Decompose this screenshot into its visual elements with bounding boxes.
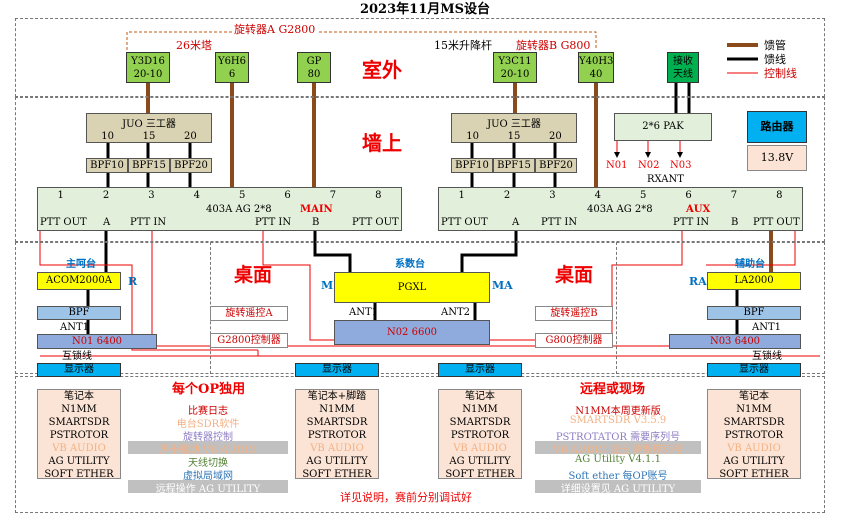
sys-side-ma: MA — [492, 279, 513, 292]
bpf10-right: BPF10 — [451, 158, 493, 173]
amp-pgxl: PGXL — [334, 272, 490, 303]
legend-control: 控制线 — [764, 67, 797, 80]
zone-outdoor — [15, 18, 825, 97]
aux-station-label: 辅助台 — [735, 259, 765, 270]
g2800-controller: G2800控制器 — [210, 333, 288, 348]
pak-out-n01: N01 — [606, 160, 628, 171]
rotator-remote-a: 旋转遥控A — [210, 306, 288, 321]
main-ant1: ANT1 — [60, 322, 90, 333]
main-side-r: R — [128, 275, 138, 288]
notes-right-heading: 远程或现场 — [580, 382, 646, 397]
bpf-main: BPF — [37, 306, 121, 320]
zone-label-wall: 墙上 — [362, 131, 402, 155]
zone-laptops — [15, 376, 825, 513]
antenna-receive: 接收天线 — [667, 52, 699, 83]
legend-pipe: 馈管 — [764, 39, 786, 52]
pak-rxant: RXANT — [647, 174, 684, 185]
bpf10-left: BPF10 — [86, 158, 128, 173]
pak-arrows — [614, 152, 683, 158]
amp-la2000: LA2000 — [707, 272, 801, 290]
zone-desk — [15, 242, 825, 374]
notes-right: N1MM本周更新版 SMARTSDR V3.5.9 PSTROTATOR 需要序… — [535, 402, 701, 495]
amp-acom2000a: ACOM2000A — [37, 272, 121, 290]
bpf15-left: BPF15 — [128, 158, 170, 173]
legend-feeder: 馈线 — [764, 53, 786, 66]
rotator-a-label: 旋转器A G2800 — [232, 23, 318, 36]
aux-side-ra: RA — [689, 275, 707, 288]
main-interlock: 互锁线 — [62, 351, 92, 362]
rotator-b-label: 旋转器B G800 — [516, 39, 591, 52]
tower-right-label: 15米升降杆 — [434, 39, 492, 52]
aux-ant1: ANT1 — [752, 322, 782, 333]
zone-label-outdoor: 室外 — [362, 58, 402, 82]
sys-side-m: M — [321, 279, 334, 292]
sys-station-label: 系数台 — [395, 259, 425, 270]
bpf20-right: BPF20 — [535, 158, 577, 173]
radio-n03-6400: N03 6400 — [669, 334, 801, 349]
rotator-remote-b: 旋转遥控B — [535, 306, 613, 321]
display-4: 显示器 — [707, 363, 801, 377]
zone-label-desk-right: 桌面 — [555, 264, 594, 286]
pak-2x6: 2*6 PAK — [614, 113, 712, 141]
footer-note: 详见说明，赛前分别调试好 — [340, 491, 472, 504]
page-title: 2023年11月MS设台 — [359, 2, 491, 17]
main-station-label: 主呵台 — [66, 259, 96, 270]
notes-left-heading: 每个OP独用 — [172, 382, 246, 397]
sys-ant1: ANT1 — [349, 307, 379, 318]
aux-interlock: 互锁线 — [752, 351, 782, 362]
pak-out-n02: N02 — [638, 160, 660, 171]
display-2: 显示器 — [295, 363, 379, 377]
bpf-aux: BPF — [707, 306, 801, 320]
sys-ant2: ANT2 — [441, 307, 471, 318]
zone-label-desk-left: 桌面 — [234, 264, 273, 286]
power-supply: 13.8V — [747, 145, 807, 171]
g800-controller: G800控制器 — [535, 333, 613, 348]
bpf15-right: BPF15 — [493, 158, 535, 173]
notes-left: 比赛日志 电台SDR软件 旋转器控制 声卡驱动 VB AUDIO 天线切换 虚拟… — [128, 402, 288, 495]
router: 路由器 — [747, 111, 807, 143]
zone-desk-right — [616, 242, 617, 374]
zone-wall — [15, 97, 825, 242]
bpf20-left: BPF20 — [170, 158, 212, 173]
display-1: 显示器 — [37, 363, 121, 377]
tower-left-label: 26米塔 — [176, 39, 212, 52]
radio-n02-6600: N02 6600 — [334, 320, 490, 345]
radio-n01-6400: N01 6400 — [37, 334, 157, 349]
pak-out-n03: N03 — [670, 160, 692, 171]
display-3: 显示器 — [438, 363, 522, 377]
